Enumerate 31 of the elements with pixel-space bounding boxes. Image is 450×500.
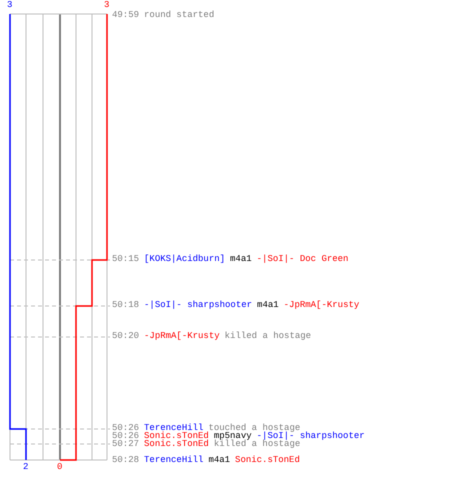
- player-name: TerenceHill: [144, 455, 204, 465]
- player-name: [KOKS|Acidburn]: [144, 254, 226, 264]
- time-label: 49:59: [112, 10, 140, 20]
- player-name: TerenceHill: [144, 423, 204, 433]
- time-label: 50:26: [112, 423, 140, 433]
- weapon-name: m4a1: [230, 254, 252, 264]
- player-name: -|SoI|- sharpshooter: [144, 300, 252, 310]
- count-label: 3: [104, 1, 110, 10]
- player-name: Sonic.sTonEd: [144, 439, 209, 449]
- time-label: 50:28: [112, 455, 140, 465]
- event-text: round started: [144, 10, 214, 20]
- weapon-name: m4a1: [208, 455, 230, 465]
- time-label: 50:26: [112, 431, 140, 441]
- count-label: 2: [23, 463, 28, 472]
- event-text: touched a hostage: [208, 423, 300, 433]
- time-label: 50:15: [112, 254, 140, 264]
- player-name: -JpRmA[-Krusty: [144, 331, 220, 341]
- event-text: killed a hostage: [214, 439, 300, 449]
- player-name: -JpRmA[-Krusty: [284, 300, 360, 310]
- count-label: 0: [57, 463, 62, 472]
- player-name: Sonic.sTonEd: [144, 431, 209, 441]
- time-label: 50:20: [112, 331, 140, 341]
- time-label: 50:27: [112, 439, 140, 449]
- weapon-name: m4a1: [257, 300, 279, 310]
- player-name: Sonic.sTonEd: [235, 455, 300, 465]
- event-text: killed a hostage: [224, 331, 312, 341]
- player-name: -|SoI|- Doc Green: [256, 254, 348, 264]
- player-name: -|SoI|- sharpshooter: [256, 431, 365, 441]
- time-label: 50:18: [112, 300, 140, 310]
- weapon-name: mp5navy: [214, 431, 252, 441]
- count-label: 3: [7, 1, 12, 10]
